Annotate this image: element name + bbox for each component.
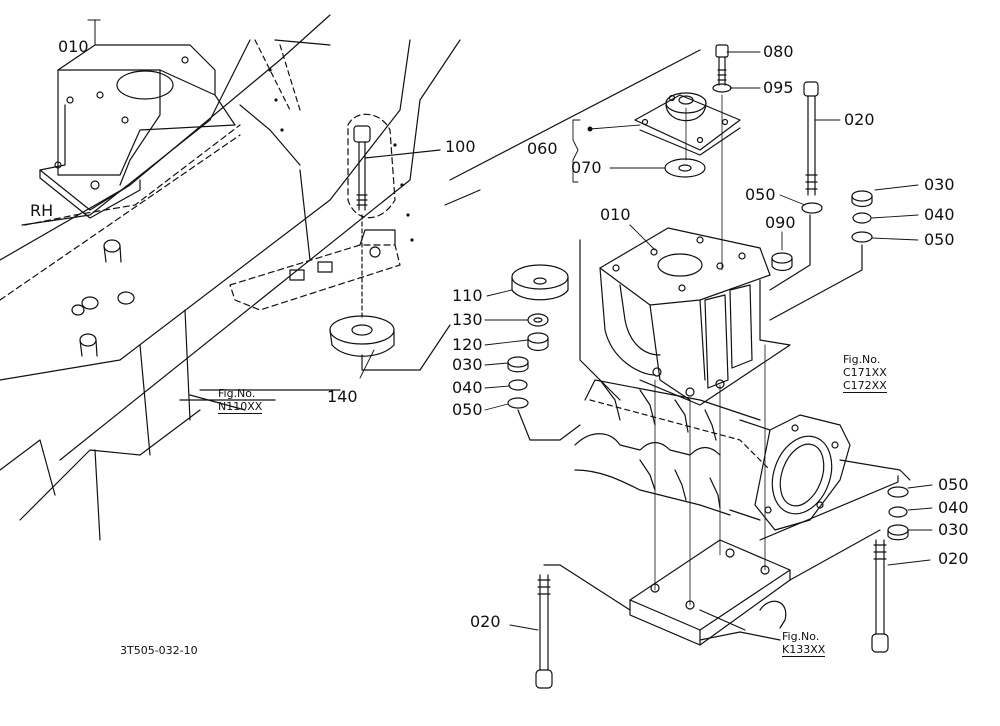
- label-side-rh: RH: [30, 201, 54, 220]
- label-part-030-top: 030: [924, 175, 955, 194]
- label-part-050-top: 050: [924, 230, 955, 249]
- ref-k133-code: K133XX: [782, 643, 826, 657]
- label-part-090: 090: [765, 213, 796, 232]
- label-part-070: 070: [571, 158, 602, 177]
- ref-fig-n110: Fig.No. N110XX: [218, 387, 263, 414]
- ref-fig-c171: Fig.No. C171XX C172XX: [843, 353, 887, 393]
- label-part-130: 130: [452, 310, 483, 329]
- label-part-060: 060: [527, 139, 558, 158]
- label-part-140: 140: [327, 387, 358, 406]
- label-part-050-left: 050: [452, 400, 483, 419]
- bolt-100-assembly: [329, 113, 451, 371]
- label-part-010-inset: 010: [58, 37, 89, 56]
- label-part-020-right: 020: [938, 549, 969, 568]
- leader-lines: [359, 51, 933, 631]
- ref-fig-k133: Fig.No. K133XX: [782, 630, 826, 657]
- label-part-040-top: 040: [924, 205, 955, 224]
- label-drawing-number: 3T505-032-10: [120, 644, 198, 657]
- ref-c171-fig: Fig.No.: [843, 353, 881, 366]
- label-part-030-right: 030: [938, 520, 969, 539]
- mount-assembly: [444, 44, 911, 689]
- label-part-080: 080: [763, 42, 794, 61]
- label-part-040-right: 040: [938, 498, 969, 517]
- label-part-120: 120: [452, 335, 483, 354]
- label-part-040-left: 040: [452, 378, 483, 397]
- label-part-050-mid: 050: [745, 185, 776, 204]
- ref-c171-code2: C172XX: [843, 379, 887, 393]
- label-part-095: 095: [763, 78, 794, 97]
- label-part-100: 100: [445, 137, 476, 156]
- label-part-050-right: 050: [938, 475, 969, 494]
- ref-n110-code: N110XX: [218, 400, 263, 414]
- inset-bracket-010: [24, 19, 241, 226]
- frame-structure: [0, 14, 461, 541]
- ref-k133-fig: Fig.No.: [782, 630, 820, 643]
- label-part-020-left: 020: [470, 612, 501, 631]
- label-part-020-top: 020: [844, 110, 875, 129]
- label-part-030-left: 030: [452, 355, 483, 374]
- ref-n110-fig: Fig.No.: [218, 387, 256, 400]
- leader-n110: [189, 394, 246, 411]
- ref-c171-code1: C171XX: [843, 366, 887, 379]
- label-part-010: 010: [600, 205, 631, 224]
- label-part-110: 110: [452, 286, 483, 305]
